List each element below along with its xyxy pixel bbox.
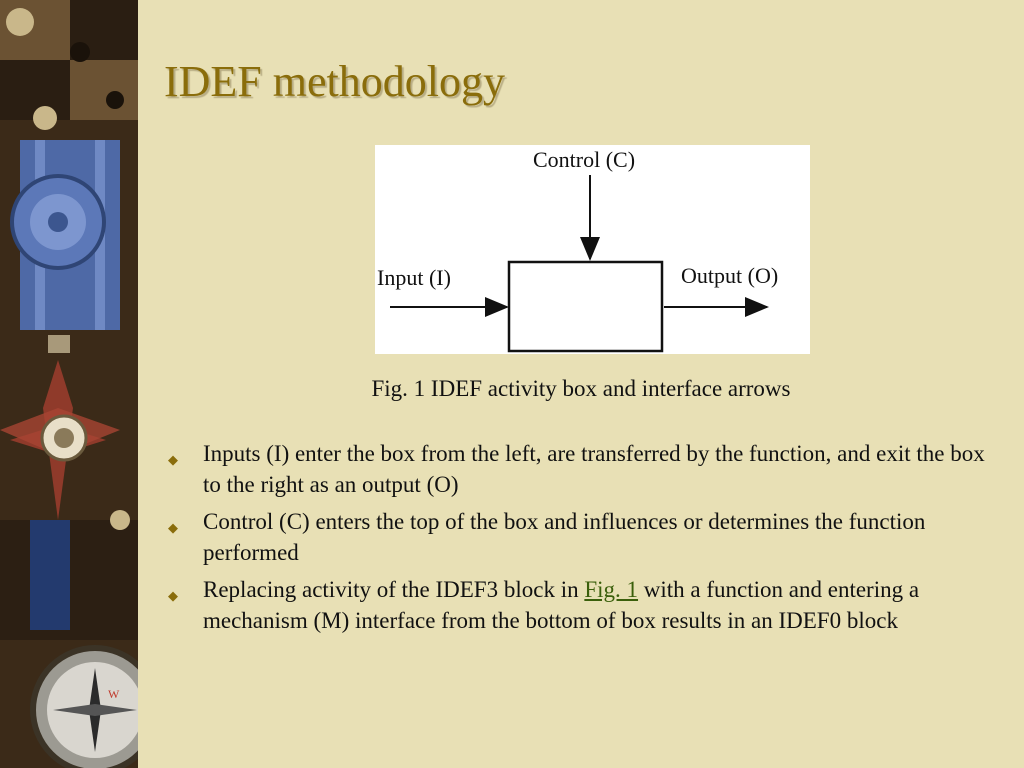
control-label: Control (C) bbox=[533, 147, 635, 172]
bullet-text-after: with a function and entering a mechanism… bbox=[203, 577, 920, 633]
bullet-text: Inputs (I) enter the box from the left, … bbox=[203, 441, 985, 497]
idef-activity-diagram: Control (C) Input (I) Output (O) bbox=[375, 145, 810, 354]
figure-link[interactable]: Fig. 1 bbox=[584, 577, 639, 602]
diamond-bullet-icon: ◆ bbox=[168, 520, 178, 535]
bullet-text-before: Replacing activity of the IDEF3 block in bbox=[203, 577, 585, 602]
diamond-bullet-icon: ◆ bbox=[168, 588, 178, 603]
output-label: Output (O) bbox=[681, 263, 778, 288]
bullet-list: ◆ Inputs (I) enter the box from the left… bbox=[164, 438, 1004, 642]
bullet-text: Control (C) enters the top of the box an… bbox=[203, 509, 926, 565]
bullet-item: ◆ Control (C) enters the top of the box … bbox=[164, 506, 1004, 568]
bullet-item: ◆ Inputs (I) enter the box from the left… bbox=[164, 438, 1004, 500]
decorative-side-image: W bbox=[0, 0, 138, 768]
diamond-bullet-icon: ◆ bbox=[168, 452, 178, 467]
input-label: Input (I) bbox=[377, 265, 451, 290]
svg-text:W: W bbox=[108, 687, 120, 701]
slide-title: IDEF methodology bbox=[164, 57, 505, 106]
figure-caption: Fig. 1 IDEF activity box and interface a… bbox=[371, 376, 791, 401]
bullet-item: ◆ Replacing activity of the IDEF3 block … bbox=[164, 574, 1004, 636]
activity-box bbox=[507, 260, 664, 353]
